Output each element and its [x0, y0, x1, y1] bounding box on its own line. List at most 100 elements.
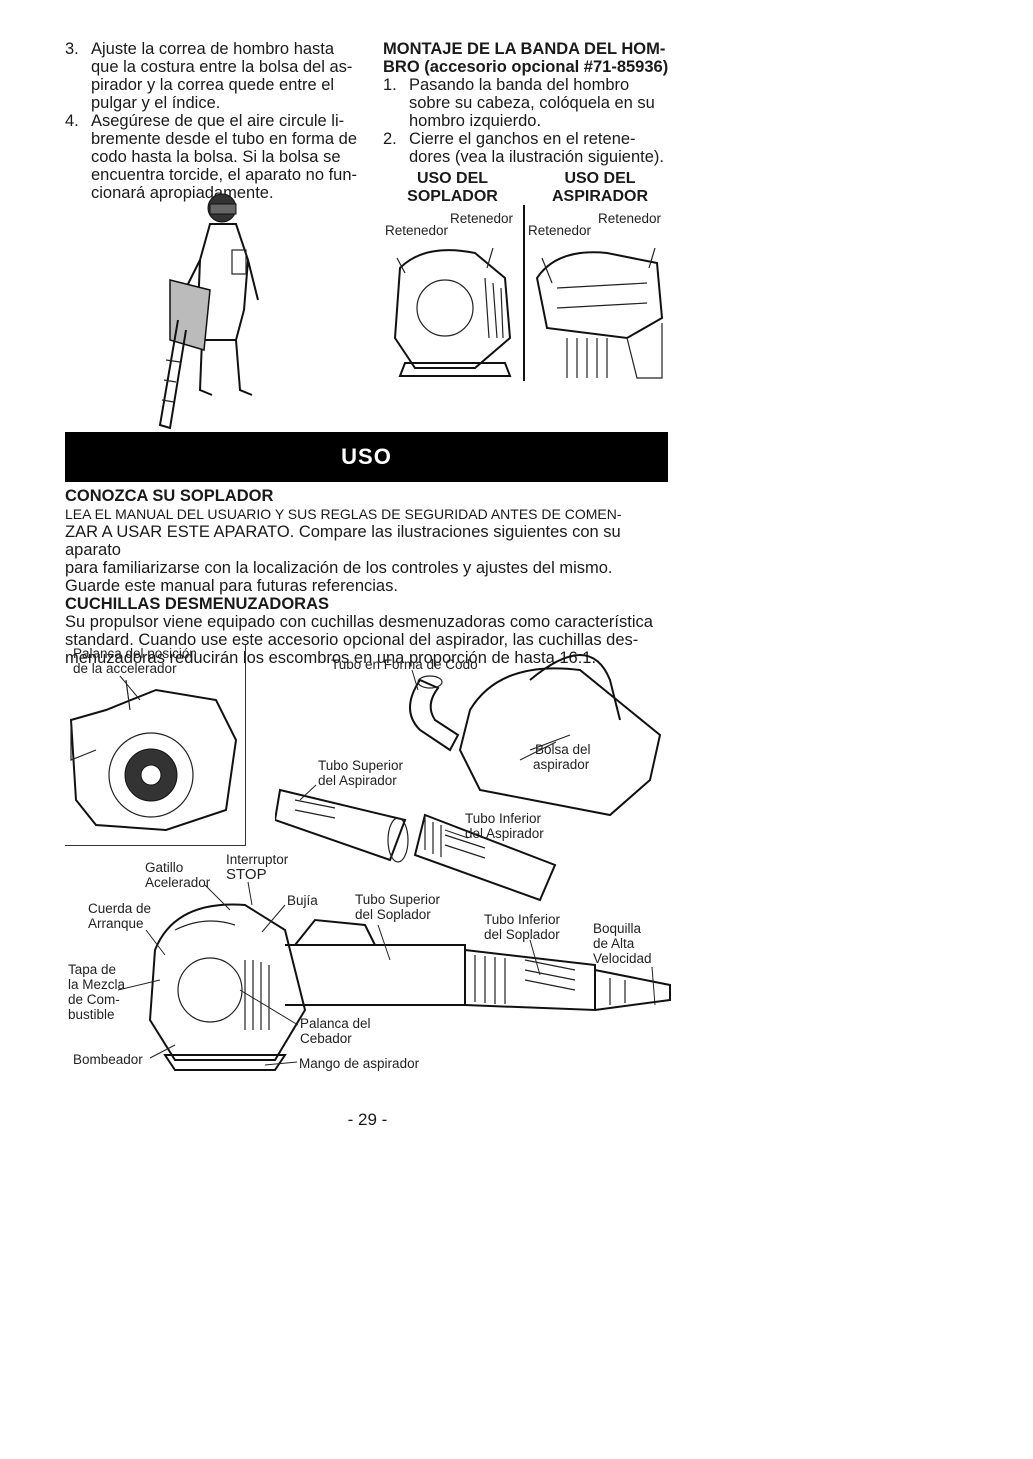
throttle-inset-box: [65, 645, 246, 846]
step-line: dores (vea la ilustración siguiente).: [409, 148, 664, 166]
caps-line: LEA EL MANUAL DEL USUARIO Y SUS REGLAS D…: [65, 506, 622, 522]
step-line: pulgar y el índice.: [91, 94, 221, 112]
label-line: del Soplador: [484, 927, 560, 942]
label-line: Bolsa del: [535, 742, 591, 757]
know-your-blower-section: CONOZCA SU SOPLADOR LEA EL MANUAL DEL US…: [65, 487, 675, 667]
step-line: Cierre el ganchos en el retene-: [409, 130, 636, 148]
label-line: Interruptor: [226, 852, 289, 867]
step-line: sobre su cabeza, colóquela en su: [409, 94, 655, 112]
fuel-cap-label: Tapa de la Mezcla de Com- bustible: [68, 962, 125, 1022]
stop-switch-label: Interruptor STOP: [226, 852, 288, 882]
strap-steps-list: 1. Pasando la banda del hombro sobre su …: [383, 76, 673, 166]
label-line: Cuerda de: [88, 901, 152, 916]
step-line: codo hasta la bolsa. Si la bolsa se: [91, 148, 341, 166]
label-line: Boquilla: [593, 921, 642, 936]
label-line: Tubo Inferior: [484, 912, 561, 927]
throttle-inset-illustration: [69, 680, 238, 832]
strap-step-2: 2. Cierre el ganchos en el retene- dores…: [383, 130, 673, 166]
label-line: Tubo Inferior: [465, 811, 542, 826]
primer-bulb-label: Bombeador: [73, 1052, 143, 1067]
label-line: Arranque: [88, 916, 144, 931]
label-line: STOP: [226, 866, 267, 883]
vacuum-retainer-illustration: [535, 247, 664, 379]
vacuum-mode-title: USO DEL ASPIRADOR: [530, 170, 670, 206]
section-heading: CONOZCA SU SOPLADOR: [65, 487, 274, 505]
label-line: de la accelerador: [73, 661, 177, 676]
label-line: Velocidad: [593, 951, 652, 966]
spark-plug-label: Bujía: [287, 893, 318, 908]
operator-with-vacuum-illustration: [158, 193, 259, 430]
label-line: Acelerador: [145, 875, 211, 890]
label-line: Palanca del posición: [73, 646, 197, 661]
body-line: para familiarizarse con la localización …: [65, 559, 613, 577]
step-line: encuentra torcide, el aparato no fun-: [91, 166, 358, 184]
retainer-label: Retenedor: [528, 223, 592, 238]
title-line: ASPIRADOR: [551, 188, 648, 205]
left-steps-list: 3. Ajuste la correa de hombro hasta que …: [65, 40, 365, 202]
label-line: bustible: [68, 1007, 115, 1022]
step-4: 4. Asegúrese de que el aire circule li- …: [65, 112, 365, 202]
label-line: de Alta: [593, 936, 635, 951]
step-line: hombro izquierdo.: [409, 112, 542, 130]
label-line: Gatillo: [145, 860, 184, 875]
body-line: Su propulsor viene equipado con cuchilla…: [65, 613, 653, 631]
label-line: Cebador: [300, 1031, 352, 1046]
body-line: standard. Cuando use este accesorio opci…: [65, 631, 639, 649]
step-number: 4.: [65, 112, 79, 130]
label-line: Tubo Superior: [355, 892, 441, 907]
starter-rope-label: Cuerda de Arranque: [88, 901, 151, 931]
upper-blower-tube-label: Tubo Superior del Soplador: [355, 892, 440, 922]
throttle-position-label: Palanca del posición de la accelerador: [73, 646, 197, 676]
step-line: bremente desde el tubo en forma de: [91, 130, 358, 148]
strap-heading-line-2: BRO (accesorio opcional #71-85936): [383, 58, 669, 76]
step-line: Asegúrese de que el aire circule li-: [91, 112, 345, 130]
vacuum-handle-label: Mango de aspirador: [299, 1056, 420, 1071]
choke-lever-label: Palanca del Cebador: [300, 1016, 371, 1046]
shoulder-strap-section: MONTAJE DE LA BANDA DEL HOM- BRO (acceso…: [383, 40, 673, 166]
mode-divider: [523, 205, 525, 381]
retainer-label: Retenedor: [598, 211, 662, 226]
step-line: Ajuste la correa de hombro hasta: [91, 40, 335, 58]
section-heading: CUCHILLAS DESMENUZADORAS: [65, 595, 329, 613]
title-line: SOPLADOR: [407, 188, 498, 205]
trigger-label: Gatillo Acelerador: [145, 860, 210, 890]
title-line: USO DEL: [416, 170, 489, 187]
blower-mode-title: USO DEL SOPLADOR: [385, 170, 520, 206]
body-line: ZAR A USAR ESTE APARATO. Compare las ilu…: [65, 523, 621, 559]
label-line: la Mezcla: [68, 977, 126, 992]
label-line: del Aspirador: [465, 826, 544, 841]
blower-retainer-illustration: [393, 247, 512, 377]
left-steps: 3. Ajuste la correa de hombro hasta que …: [65, 40, 365, 202]
lower-blower-tube-label: Tubo Inferior del Soplador: [484, 912, 560, 942]
banner-title: USO: [341, 444, 392, 469]
strap-heading-line-1: MONTAJE DE LA BANDA DEL HOM-: [383, 40, 666, 58]
strap-step-1: 1. Pasando la banda del hombro sobre su …: [383, 76, 673, 130]
blower-assembly-illustration: [148, 903, 671, 1071]
step-3: 3. Ajuste la correa de hombro hasta que …: [65, 40, 365, 112]
step-line: Pasando la banda del hombro: [409, 76, 630, 94]
title-line: USO DEL: [564, 170, 636, 187]
body-line: Guarde este manual para futuras referenc…: [65, 577, 398, 595]
page-number: - 29 -: [347, 1110, 388, 1129]
step-line: pirador y la correa quede entre el: [91, 76, 335, 94]
step-number: 1.: [383, 76, 397, 94]
label-line: del Soplador: [355, 907, 431, 922]
uso-banner: USO: [65, 432, 668, 482]
upper-vacuum-tube-label: Tubo Superior del Aspirador: [318, 758, 403, 788]
label-line: aspirador: [533, 757, 590, 772]
retainer-label: Retenedor: [450, 211, 514, 226]
label-line: del Aspirador: [318, 773, 397, 788]
retainer-label: Retenedor: [385, 223, 449, 238]
lower-vacuum-tube-label: Tubo Inferior del Aspirador: [465, 811, 544, 841]
label-line: Tubo Superior: [318, 758, 404, 773]
label-line: Tapa de: [68, 962, 117, 977]
elbow-tube-label: Tubo en Forma de Codo: [331, 657, 478, 672]
step-number: 2.: [383, 130, 397, 148]
label-line: Palanca del: [300, 1016, 371, 1031]
step-number: 3.: [65, 40, 79, 58]
elbow-and-bag-illustration: [409, 654, 662, 817]
body-line: menuzadoras reducirán los escombros en u…: [65, 649, 597, 667]
bag-label: Bolsa del aspirador: [533, 742, 591, 772]
high-velocity-nozzle-label: Boquilla de Alta Velocidad: [593, 921, 652, 966]
label-line: de Com-: [68, 992, 120, 1007]
